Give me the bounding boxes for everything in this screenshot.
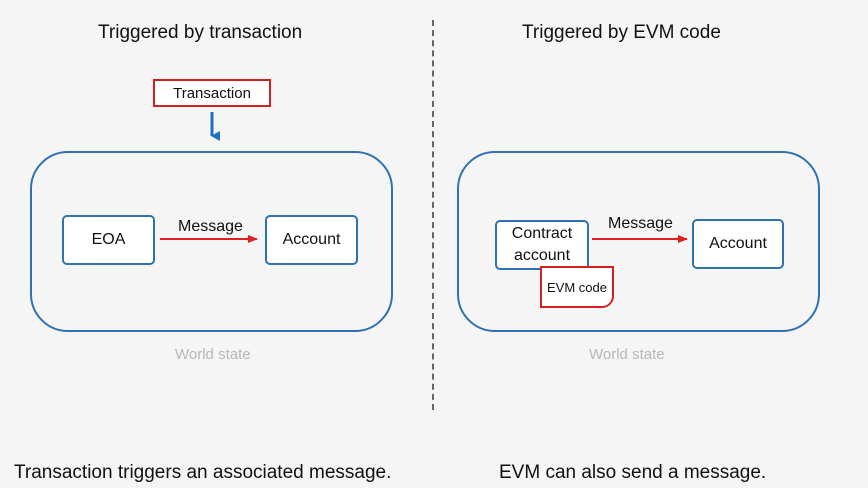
left-panel-title: Triggered by transaction [98, 22, 303, 43]
left-caption: Transaction triggers an associated messa… [14, 462, 392, 483]
eoa-node: EOA [62, 215, 155, 265]
right-message-label: Message [608, 215, 673, 232]
right-world-state-label: World state [589, 346, 665, 363]
right-panel-title: Triggered by EVM code [522, 22, 721, 43]
panel-divider [432, 20, 434, 410]
right-account-node: Account [692, 219, 784, 269]
left-world-state-label: World state [175, 346, 251, 363]
transaction-label: Transaction [173, 84, 251, 102]
left-account-label: Account [282, 231, 341, 248]
left-account-node: Account [265, 215, 358, 265]
evm-code-label: EVM code [547, 279, 607, 295]
left-world-state-container [30, 151, 393, 332]
left-message-label: Message [178, 218, 243, 235]
right-world-state-container [457, 151, 820, 332]
eoa-label: EOA [91, 231, 126, 248]
contract-account-label: Contract account [511, 225, 573, 264]
contract-account-node: Contract account [495, 220, 589, 270]
evm-code-note: EVM code [540, 266, 614, 308]
right-caption: EVM can also send a message. [499, 462, 767, 483]
right-account-label: Account [709, 235, 767, 252]
transaction-box: Transaction [153, 79, 271, 107]
